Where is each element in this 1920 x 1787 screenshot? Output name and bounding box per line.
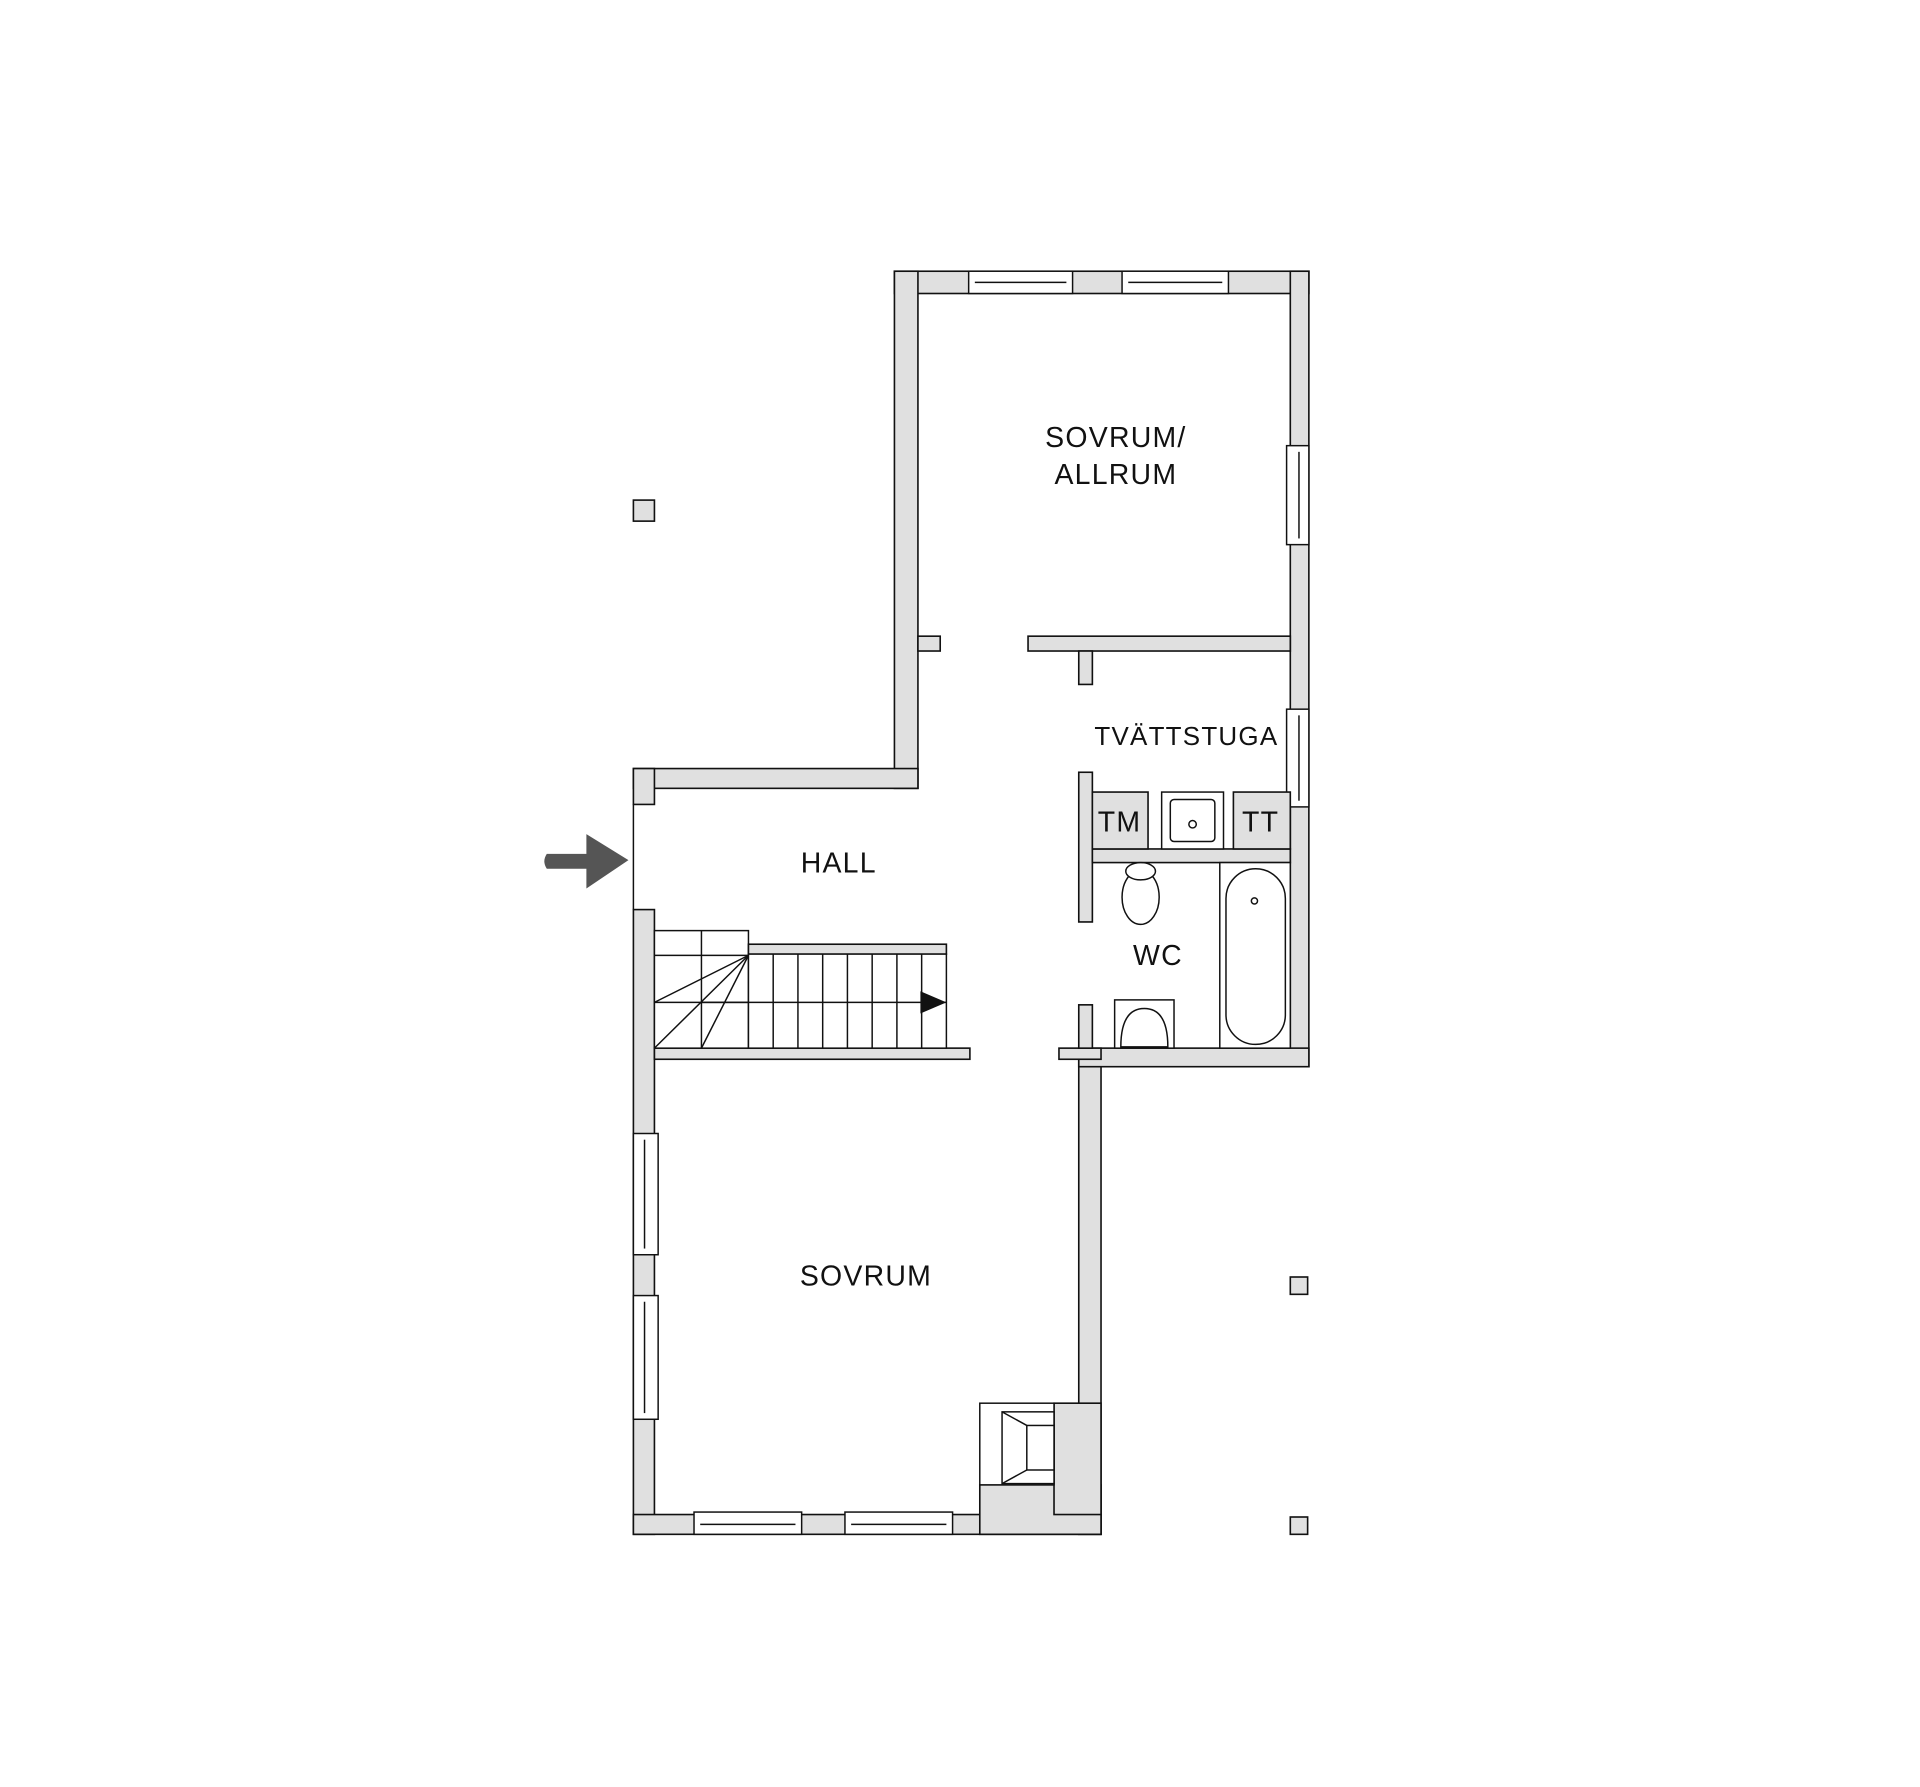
room-label-wc: WC xyxy=(1133,940,1183,972)
columns xyxy=(632,499,1309,1536)
label-tt: TT xyxy=(1242,807,1279,839)
toilet-icon xyxy=(1121,861,1160,926)
room-label-tvattstuga: TVÄTTSTUGA xyxy=(1094,721,1278,751)
label-tm: TM xyxy=(1098,807,1142,839)
stair-direction-arrow-icon xyxy=(920,991,947,1014)
room-label-sovrum-allrum-2: ALLRUM xyxy=(1054,459,1177,491)
walls xyxy=(632,270,1310,1536)
room-label-sovrum-allrum: SOVRUM/ xyxy=(1045,422,1186,454)
staircase xyxy=(653,929,948,1049)
entrance-arrow-icon xyxy=(544,834,629,889)
bathtub-icon xyxy=(1225,868,1287,1046)
fireplace-icon xyxy=(979,1402,1055,1486)
bathroom-fixtures xyxy=(1113,861,1292,1049)
sink-icon xyxy=(1120,1007,1169,1048)
room-label-hall: HALL xyxy=(801,847,877,879)
room-label-sovrum: SOVRUM xyxy=(800,1261,932,1293)
windows xyxy=(632,270,1310,1536)
laundry-fixtures xyxy=(1091,791,1292,850)
